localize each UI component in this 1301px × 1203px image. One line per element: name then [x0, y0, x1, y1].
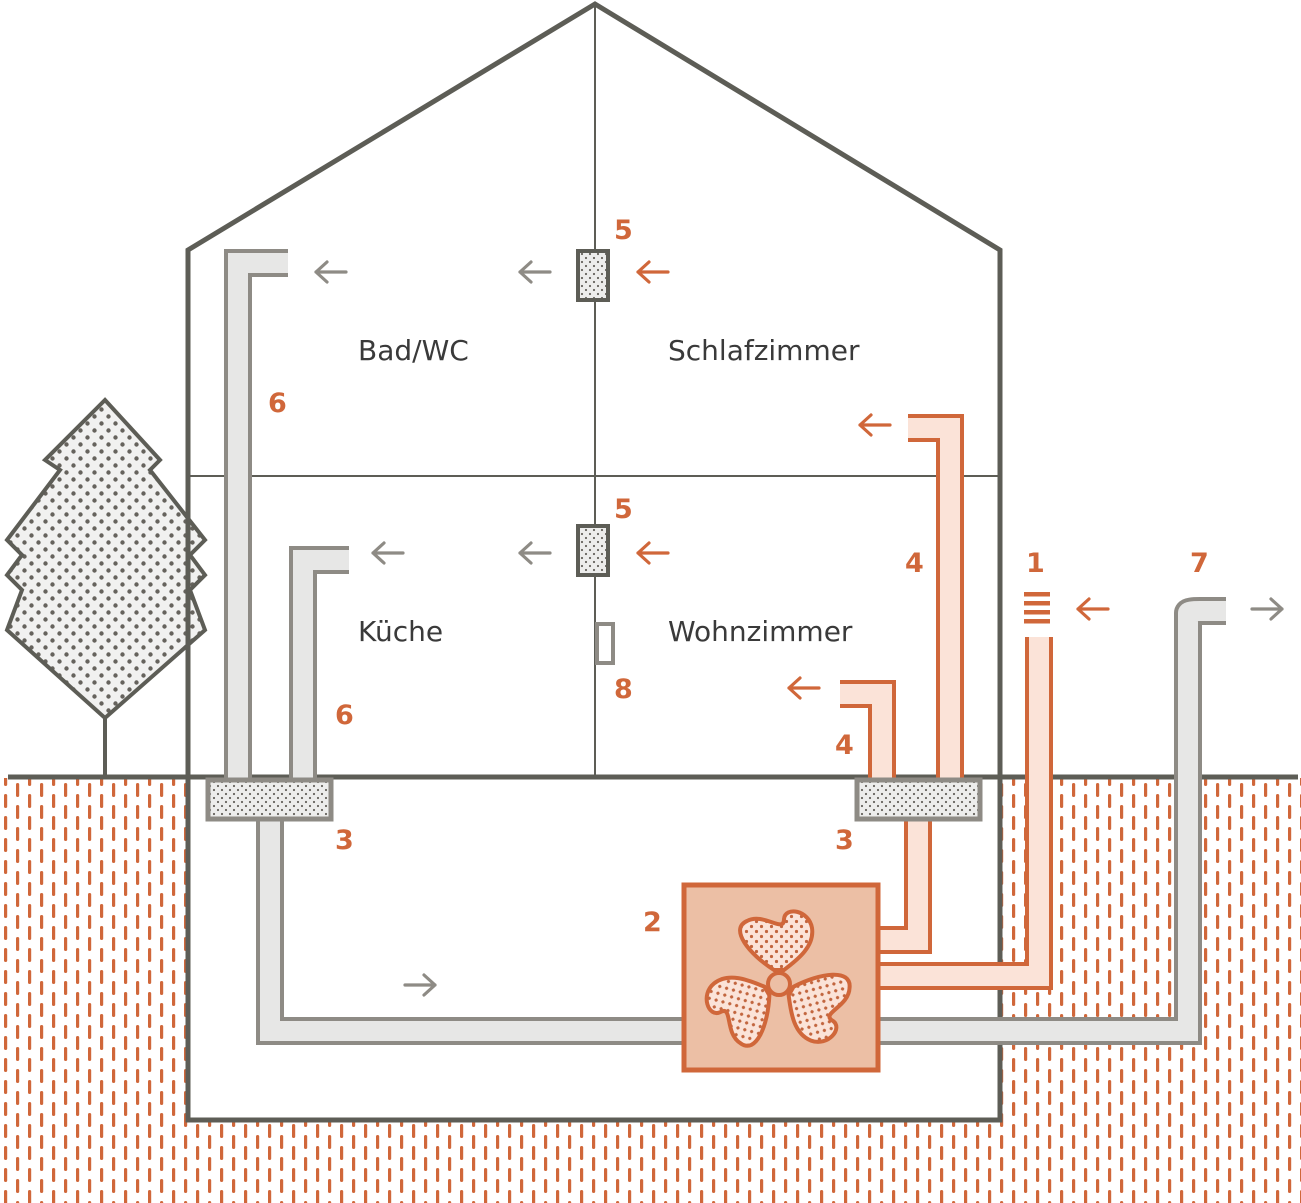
label-extract-duct-upper: 6	[268, 388, 287, 419]
label-ventilation-unit: 2	[643, 907, 662, 938]
arrow-left-icon	[636, 260, 670, 284]
arrow-left-icon	[518, 541, 552, 565]
arrow-left-icon	[1076, 597, 1110, 621]
ventilation-unit	[681, 882, 881, 1073]
room-label-schlafzimmer: Schlafzimmer	[668, 334, 860, 367]
arrow-left-icon	[636, 541, 670, 565]
tree-icon	[4, 397, 208, 777]
label-filter-right: 3	[835, 825, 854, 856]
arrow-left-icon	[858, 413, 892, 437]
arrow-right-icon	[1250, 597, 1284, 621]
arrow-left-icon	[787, 676, 821, 700]
grille-icon	[1024, 592, 1050, 624]
arrow-right-icon	[403, 973, 437, 997]
room-label-bad-wc: Bad/WC	[358, 334, 469, 367]
door-element	[595, 622, 615, 665]
room-label-kueche: Küche	[358, 615, 443, 648]
filter-left	[205, 777, 334, 822]
arrow-left-icon	[371, 541, 405, 565]
airflow-arrows	[314, 260, 1284, 997]
label-door-element: 8	[614, 674, 633, 705]
overflow-vent-lower	[576, 524, 610, 577]
filter-right	[854, 777, 983, 822]
room-label-wohnzimmer: Wohnzimmer	[668, 615, 853, 648]
label-extract-duct-lower: 6	[335, 700, 354, 731]
label-overflow-lower: 5	[614, 494, 633, 525]
arrow-left-icon	[314, 260, 348, 284]
ground	[0, 774, 1301, 1203]
label-overflow-upper: 5	[614, 215, 633, 246]
fan-icon	[704, 909, 852, 1048]
label-filter-left: 3	[335, 825, 354, 856]
label-exhaust-outlet: 7	[1190, 548, 1209, 579]
supply-ducts	[840, 414, 1053, 990]
label-outdoor-air-intake: 1	[1026, 548, 1045, 579]
extract-ducts	[224, 249, 1226, 1045]
label-supply-duct-lower: 4	[835, 730, 854, 761]
label-supply-duct-upper: 4	[905, 548, 924, 579]
overflow-vent-upper	[576, 249, 610, 302]
arrow-left-icon	[518, 260, 552, 284]
